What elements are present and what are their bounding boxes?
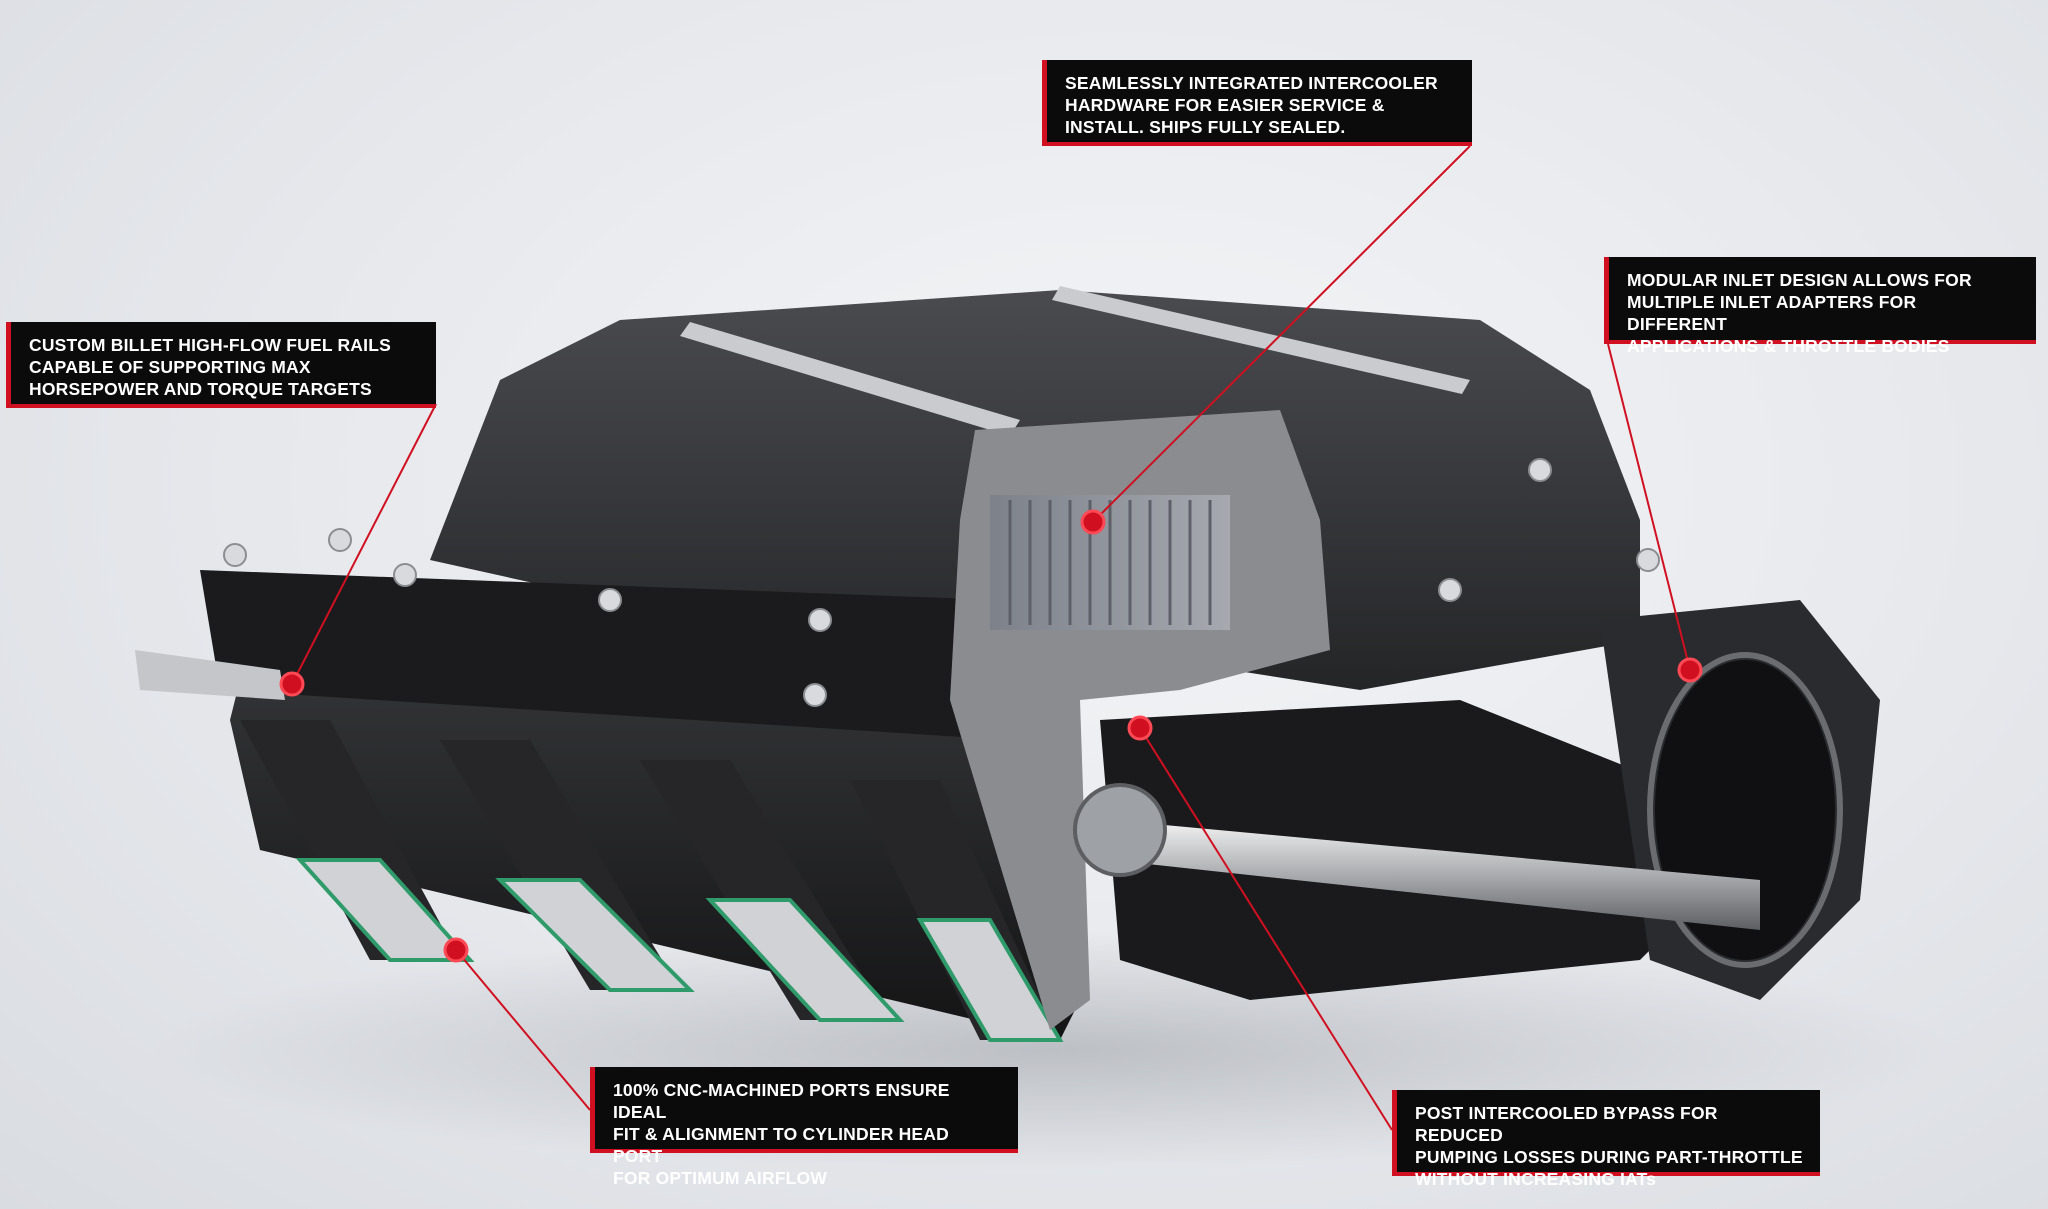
- fuel-fitting: [135, 650, 285, 700]
- marker-intercooler: [1080, 509, 1106, 535]
- marker-fuel-rail: [279, 671, 305, 697]
- marker-bypass: [1127, 715, 1153, 741]
- callout-inlet: MODULAR INLET DESIGN ALLOWS FOR MULTIPLE…: [1604, 257, 2036, 356]
- callout-ports: 100% CNC-MACHINED PORTS ENSURE IDEAL FIT…: [590, 1067, 1018, 1188]
- callout-bypass-text: POST INTERCOOLED BYPASS FOR REDUCED PUMP…: [1415, 1103, 1803, 1189]
- callout-ports-text: 100% CNC-MACHINED PORTS ENSURE IDEAL FIT…: [613, 1080, 950, 1188]
- bolts: [223, 458, 1660, 707]
- marker-port: [443, 937, 469, 963]
- intercooler-fins: [1008, 500, 1212, 625]
- red-markers: [279, 509, 1703, 963]
- callout-fuel-rails: CUSTOM BILLET HIGH-FLOW FUEL RAILS CAPAB…: [6, 322, 436, 408]
- leader-lines: [291, 145, 1691, 1131]
- port-flanges: [295, 858, 1064, 1042]
- lid-rib-left: [680, 322, 1020, 436]
- callout-intercooler: SEAMLESSLY INTEGRATED INTERCOOLER HARDWA…: [1042, 60, 1472, 146]
- callout-fuel-rails-text: CUSTOM BILLET HIGH-FLOW FUEL RAILS CAPAB…: [29, 335, 391, 399]
- rotor-shaft: [1110, 820, 1760, 930]
- callout-intercooler-text: SEAMLESSLY INTEGRATED INTERCOOLER HARDWA…: [1065, 73, 1438, 137]
- pulley-hub: [1073, 783, 1167, 877]
- lid-rib-right: [1052, 286, 1470, 394]
- marker-inlet: [1677, 657, 1703, 683]
- callout-inlet-text: MODULAR INLET DESIGN ALLOWS FOR MULTIPLE…: [1627, 270, 1972, 356]
- callout-bypass: POST INTERCOOLED BYPASS FOR REDUCED PUMP…: [1392, 1090, 1820, 1189]
- inlet-ring: [1647, 652, 1843, 968]
